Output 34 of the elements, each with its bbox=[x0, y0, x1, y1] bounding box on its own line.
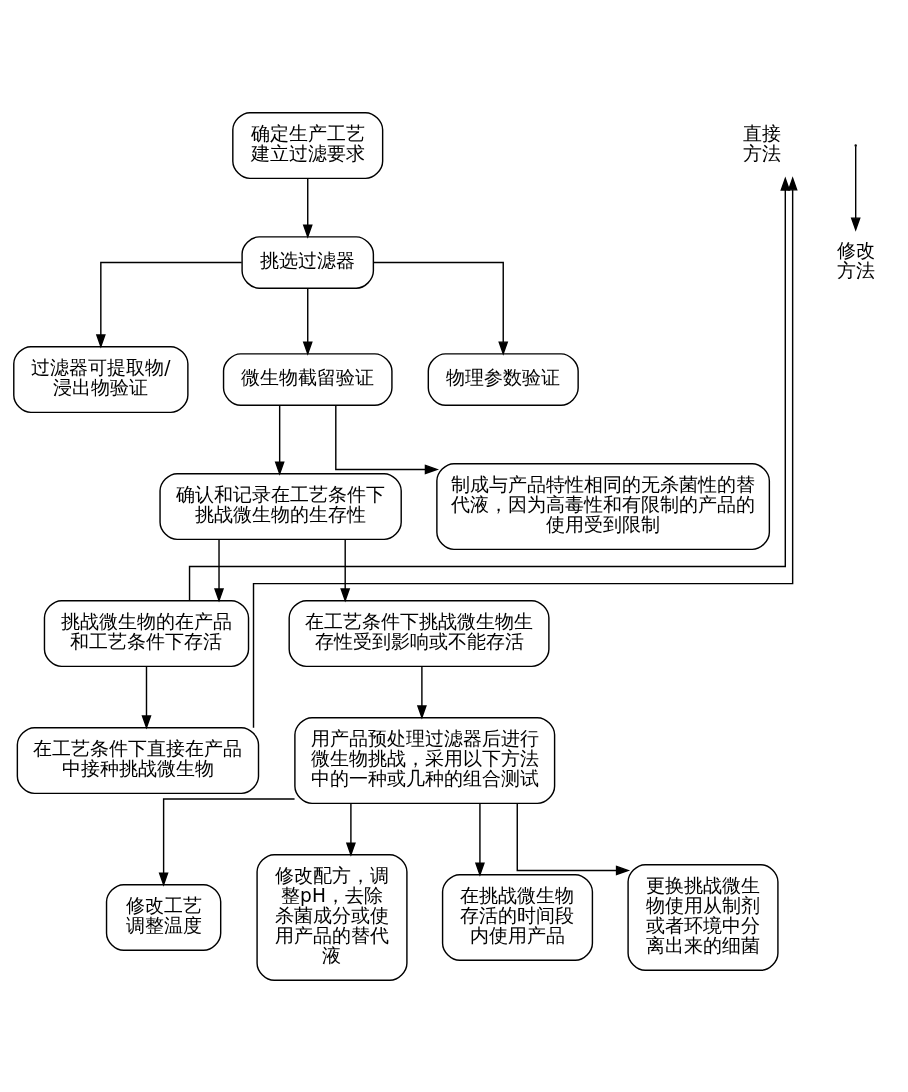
node-box: 修改工艺调整温度 bbox=[105, 883, 222, 951]
node-box: 在工艺条件下挑战微生物生存性受到影响或不能存活 bbox=[288, 599, 550, 667]
arrow bbox=[214, 538, 225, 603]
node-box: 制成与产品特性相同的无杀菌性的替代液，因为高毒性和有限制的产品的使用受到限制 bbox=[436, 462, 771, 550]
arrow bbox=[416, 665, 427, 719]
node-box: 在挑战微生物存活的时间段内使用产品 bbox=[441, 873, 594, 961]
arrow bbox=[274, 404, 285, 476]
arrow bbox=[474, 802, 485, 877]
node-text: 直接方法 bbox=[742, 122, 781, 164]
arrow bbox=[340, 538, 351, 603]
arrow bbox=[516, 802, 631, 875]
node-box: 更换挑战微生物使用从制剂或者环境中分离出来的细菌 bbox=[627, 863, 779, 971]
node-box: 物理参数验证 bbox=[427, 352, 579, 406]
arrow bbox=[252, 175, 798, 728]
arrow bbox=[345, 802, 356, 857]
node-box: 过滤器可提取物/浸出物验证 bbox=[13, 345, 189, 413]
arrow bbox=[335, 404, 440, 474]
arrow bbox=[188, 175, 791, 601]
node-box: 确认和记录在工艺条件下挑战微生物的生存性 bbox=[159, 472, 402, 540]
arrow bbox=[141, 665, 152, 730]
arrow bbox=[95, 261, 243, 348]
node-box: 确定生产工艺建立过滤要求 bbox=[232, 111, 384, 179]
arrow bbox=[302, 177, 313, 239]
node-box: 挑选过滤器 bbox=[241, 235, 375, 289]
node-box: 微生物截留验证 bbox=[222, 352, 393, 406]
arrow bbox=[372, 261, 509, 356]
arrow bbox=[850, 145, 861, 232]
node-box: 在工艺条件下直接在产品中接种挑战微生物 bbox=[16, 726, 260, 794]
node-box: 用产品预处理过滤器后进行微生物挑战，采用以下方法中的一种或几种的组合测试 bbox=[294, 716, 556, 804]
node-box: 挑战微生物的在产品和工艺条件下存活 bbox=[43, 599, 250, 667]
arrow bbox=[158, 797, 296, 887]
node-box: 修改配方，调整pH，去除杀菌成分或使用产品的替代液 bbox=[256, 853, 408, 981]
node-text: 修改方法 bbox=[836, 239, 875, 281]
arrow bbox=[302, 287, 313, 356]
